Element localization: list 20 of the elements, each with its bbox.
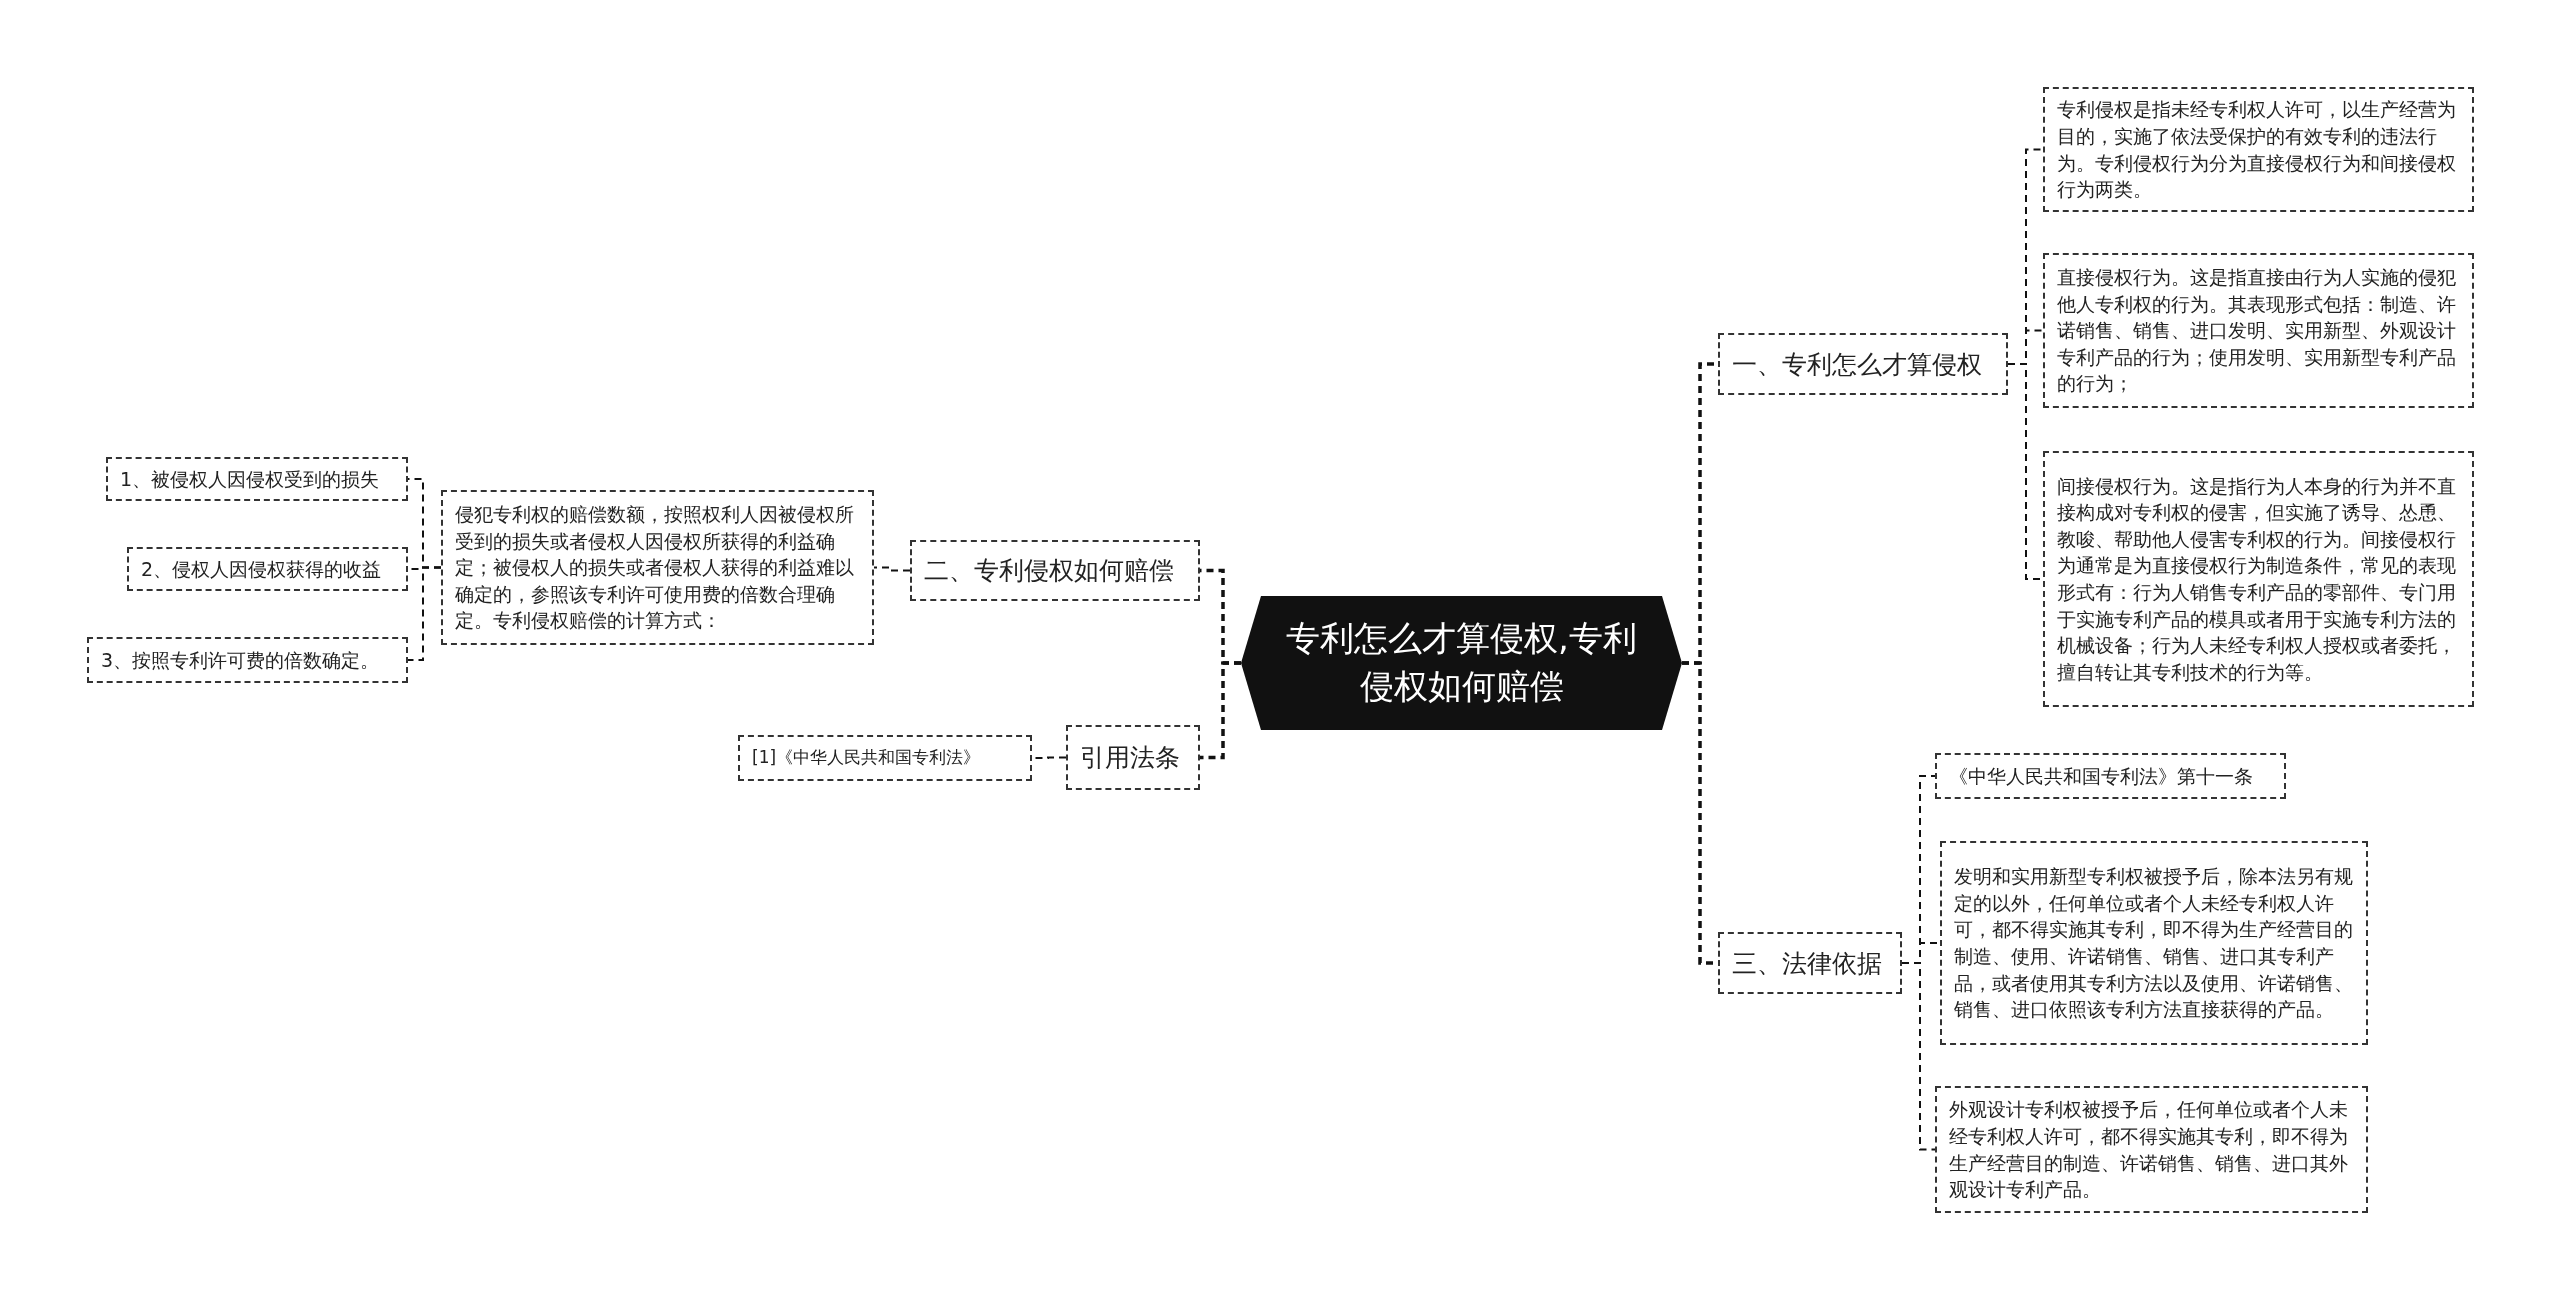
text-box: 专利侵权是指未经专利权人许可，以生产经营为目的，实施了依法受保护的有效专利的违法行为。专利侵权行为分为直接侵权行为和间接侵权行为两类。	[2043, 87, 2474, 212]
connector	[1901, 962, 1936, 1151]
text-box: 3、按照专利许可费的倍数确定。	[87, 637, 408, 683]
text-box: 2、侵权人因侵权获得的收益	[127, 547, 408, 591]
text-box: 《中华人民共和国专利法》第十一条	[1935, 753, 2286, 799]
topic-box: 一、专利怎么才算侵权	[1718, 333, 2008, 395]
connector	[873, 566, 911, 572]
text-box: 发明和实用新型专利权被授予后，除本法另有规定的以外，任何单位或者个人未经专利权人许可，都不得实施其专利，即不得为生产经营目的制造、使用、许诺销售、销售、进口其专利产品，或者使用其专利方法以及使用、许诺销售、销售、进口依照该专利方法直接获得的产品。	[1940, 841, 2368, 1045]
topic-box: 三、法律依据	[1718, 932, 1902, 994]
text-box: [1]《中华人民共和国专利法》	[738, 735, 1032, 781]
connector	[1200, 661, 1241, 760]
central-topic: 专利怎么才算侵权,专利侵权如何赔偿	[1241, 596, 1682, 730]
topic-box: 引用法条	[1066, 725, 1200, 790]
text-box: 侵犯专利权的赔偿数额，按照权利人因被侵权所受到的损失或者侵权人因侵权所获得的利益确定；被侵权人的损失或者侵权人获得的利益难以确定的，参照该专利许可使用费的倍数合理确定。专利侵权赔偿的计算方式：	[441, 490, 874, 645]
connector	[407, 566, 442, 661]
text-box: 间接侵权行为。这是指行为人本身的行为并不直接构成对专利权的侵害，但实施了诱导、怂恿、教唆、帮助他人侵害专利权的行为。间接侵权行为通常是为直接侵权行为制造条件，常见的表现形式有：行为人销售专利产品的零部件、专门用于实施专利产品的模具或者用于实施专利方法的机械设备；行为人未经专利权人授权或者委托，擅自转让其专利技术的行为等。	[2043, 451, 2474, 707]
text-box: 直接侵权行为。这是指直接由行为人实施的侵犯他人专利权的行为。其表现形式包括：制造、许诺销售、销售、进口发明、实用新型、外观设计专利产品的行为；使用发明、实用新型专利产品的行为；	[2043, 253, 2474, 408]
topic-box: 二、专利侵权如何赔偿	[910, 540, 1200, 601]
text-box: 外观设计专利权被授予后，任何单位或者个人未经专利权人许可，都不得实施其专利，即不得为生产经营目的制造、许诺销售、销售、进口其外观设计专利产品。	[1935, 1086, 2368, 1213]
text-box: 1、被侵权人因侵权受到的损失	[106, 457, 408, 501]
